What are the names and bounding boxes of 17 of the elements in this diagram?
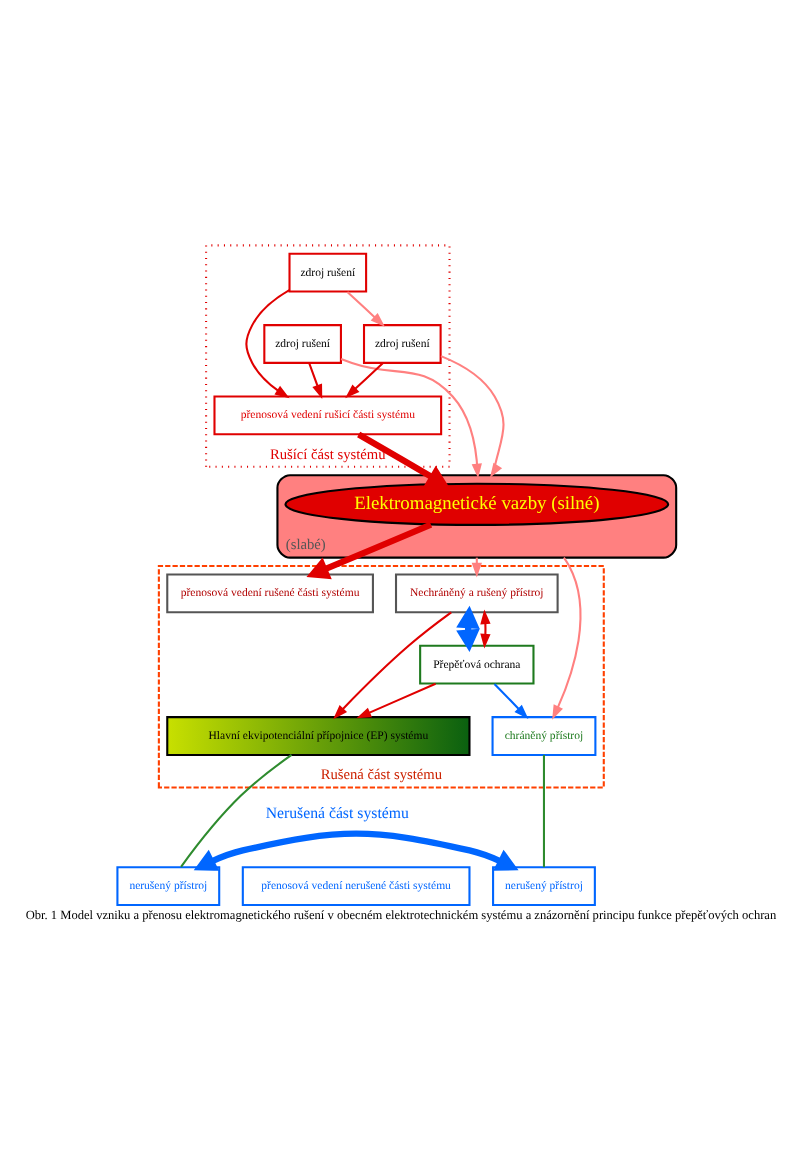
arrow [439,355,504,478]
arrow [345,291,384,327]
connector [541,754,544,868]
arrow [455,605,479,653]
arrow [244,289,289,399]
arrow [344,362,383,399]
arrow [307,362,322,399]
arrow [305,521,432,580]
label: Nerušená část systému [264,804,408,823]
arrow [492,683,528,719]
arrow [332,611,451,720]
arrow [551,557,581,720]
node-ellipse: Elektromagnetické vazby (silné) [283,482,669,526]
arrow [339,358,481,479]
connector [179,754,292,868]
arrow [192,830,518,871]
arrow [355,682,436,719]
